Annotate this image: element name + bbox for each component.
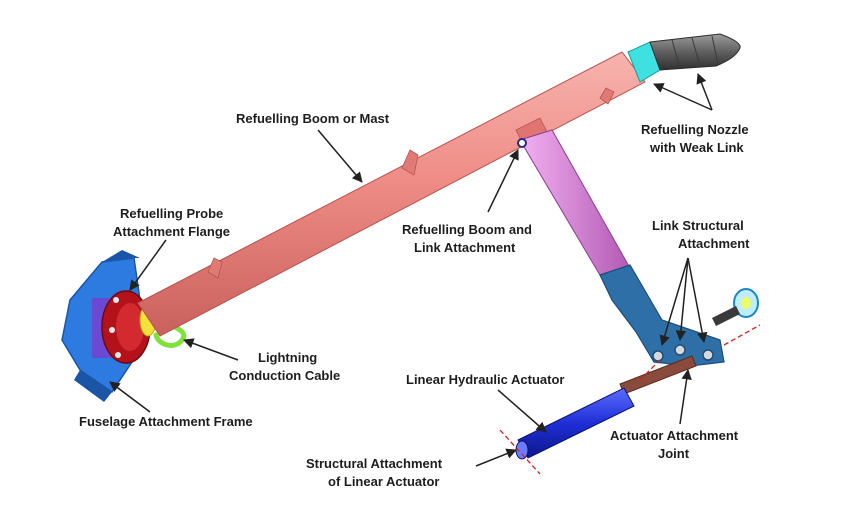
label-boom: Refuelling Boom or Mast — [236, 111, 390, 126]
label-boom-link-line2: Link Attachment — [414, 240, 516, 255]
label-fuselage-frame: Fuselage Attachment Frame — [79, 414, 253, 429]
label-probe-flange-line1: Refuelling Probe — [120, 206, 223, 221]
labels: Refuelling Boom or Mast Refuelling Nozzl… — [79, 111, 750, 489]
leader-actuator — [497, 389, 547, 433]
label-actuator: Linear Hydraulic Actuator — [406, 372, 564, 387]
leader-struct-actuator — [475, 448, 517, 467]
leader-link-struct-b — [675, 257, 689, 342]
leader-lines — [109, 73, 713, 467]
leader-lightning — [183, 338, 239, 361]
label-actuator-joint-line2: Joint — [658, 446, 690, 461]
label-actuator-joint-line1: Actuator Attachment — [610, 428, 739, 443]
leader-nozzle-b — [696, 73, 713, 111]
label-struct-actuator-line2: of Linear Actuator — [328, 474, 439, 489]
leader-boom-link — [487, 149, 519, 213]
label-probe-flange-line2: Attachment Flange — [113, 224, 230, 239]
label-link-struct-line2: Attachment — [678, 236, 750, 251]
leader-link-struct-a — [659, 257, 689, 347]
label-boom-link-line1: Refuelling Boom and — [402, 222, 532, 237]
label-lightning-line2: Conduction Cable — [229, 368, 340, 383]
leader-fuselage — [109, 381, 151, 413]
label-link-struct-line1: Link Structural — [652, 218, 744, 233]
label-nozzle-line1: Refuelling Nozzle — [641, 122, 749, 137]
linear-hydraulic-actuator — [515, 355, 697, 460]
leader-actuator-joint — [679, 368, 692, 425]
leader-boom — [317, 129, 363, 183]
leader-probe-flange — [129, 239, 167, 291]
boom-link-arm — [517, 129, 631, 283]
label-nozzle-line2: with Weak Link — [649, 140, 744, 155]
label-lightning-line1: Lightning — [258, 350, 317, 365]
leader-nozzle-a — [653, 83, 713, 111]
actuator-joint-fitting — [712, 288, 759, 326]
leader-link-struct-c — [687, 257, 708, 344]
centerlines — [499, 324, 761, 475]
label-struct-actuator-line1: Structural Attachment — [306, 456, 443, 471]
link-structural-bracket — [599, 264, 725, 367]
refuelling-nozzle — [627, 33, 741, 83]
